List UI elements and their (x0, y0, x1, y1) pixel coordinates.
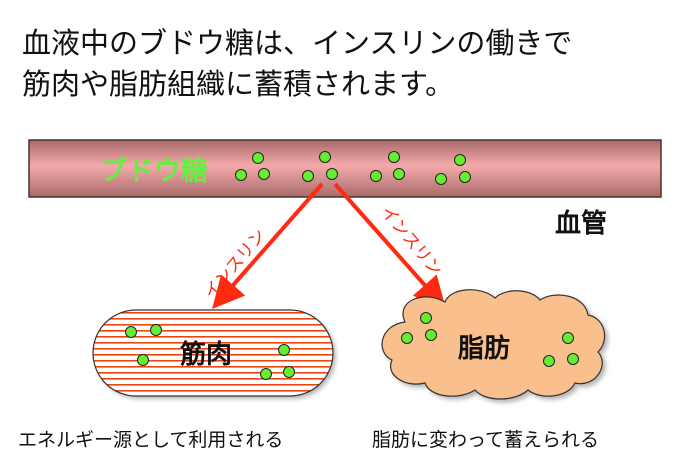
fat-tissue (381, 289, 606, 400)
glucose-dot (150, 324, 162, 336)
glucose-dot (388, 151, 400, 163)
glucose-dot (258, 168, 270, 180)
glucose-dot (302, 170, 314, 182)
glucose-dots-vessel (235, 151, 471, 185)
glucose-dot (401, 332, 413, 344)
glucose-dot (543, 355, 555, 367)
glucose-dot (137, 354, 149, 366)
title-line-2: 筋肉や脂肪組織に蓄積されます。 (22, 67, 455, 101)
glucose-dot (435, 173, 447, 185)
glucose-dot (252, 152, 264, 164)
muscle-caption: エネルギー源として利用される (18, 429, 284, 451)
glucose-dot (420, 312, 432, 324)
fat-caption: 脂肪に変わって蓄えられる (372, 429, 600, 451)
glucose-dot (567, 353, 579, 365)
title-line-1: 血液中のブドウ糖は、インスリンの働きで (22, 26, 573, 60)
glucose-dot (454, 154, 466, 166)
glucose-dots-muscle (125, 324, 295, 380)
fat-label: 脂肪 (458, 334, 510, 364)
vessel-label: 血管 (555, 209, 607, 239)
glucose-dot (283, 366, 295, 378)
glucose-dot (235, 169, 247, 181)
glucose-dot (326, 168, 338, 180)
glucose-label: ブドウ糖 (100, 155, 208, 187)
arrow-to-muscle (212, 182, 324, 310)
glucose-dot (278, 344, 290, 356)
glucose-dot (425, 329, 437, 341)
insulin-label-left: インスリン (201, 225, 271, 303)
arrow-to-fat (333, 182, 446, 309)
glucose-dot (370, 170, 382, 182)
glucose-dot (562, 332, 574, 344)
glucose-dot (260, 368, 272, 380)
glucose-dots-fat (401, 312, 579, 367)
glucose-dot (459, 171, 471, 183)
muscle-label: 筋肉 (180, 339, 232, 370)
glucose-dot (393, 168, 405, 180)
glucose-dot (319, 151, 331, 163)
glucose-dot (125, 326, 137, 338)
